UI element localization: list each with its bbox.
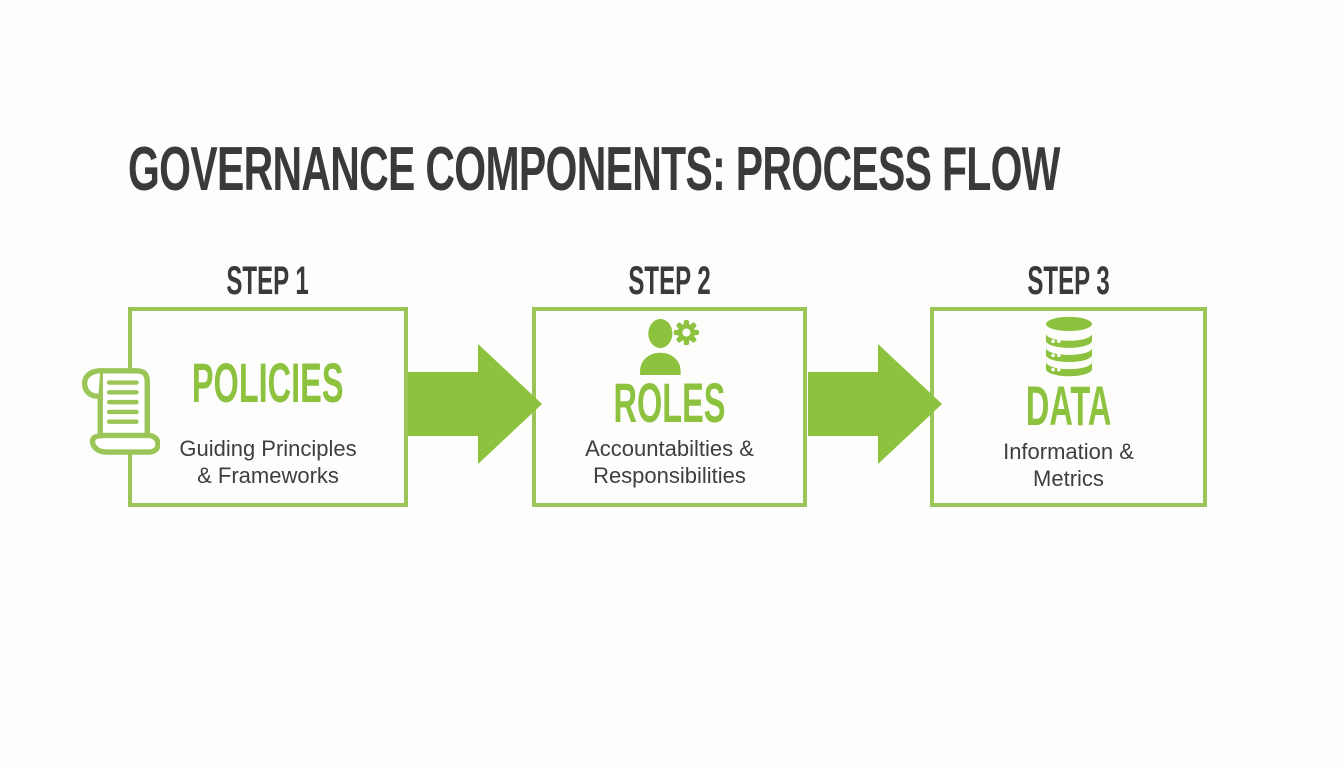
policies-description: Guiding Principles & Frameworks xyxy=(179,436,357,488)
data-title: DATA xyxy=(1025,374,1112,437)
arrow-right-icon xyxy=(808,344,942,464)
roles-description: Accountabilties & Responsibilities xyxy=(585,436,754,488)
page-title-text: GOVERNANCE COMPONENTS: PROCESS FLOW xyxy=(128,135,1060,204)
step-3-label: STEP 3 xyxy=(1027,259,1110,303)
policies-title: POLICIES xyxy=(192,351,344,414)
step-box-data: DATA Information & Metrics xyxy=(930,307,1207,507)
arrow-right-icon xyxy=(408,344,542,464)
database-icon xyxy=(1045,316,1092,377)
scroll-icon xyxy=(66,360,161,456)
step-box-roles: ROLES Accountabilties & Responsibilities xyxy=(532,307,807,507)
step-1-label: STEP 1 xyxy=(226,259,310,303)
step-box-policies: POLICIES Guiding Principles & Frameworks xyxy=(128,307,408,507)
person-gear-icon xyxy=(639,319,699,375)
roles-title: ROLES xyxy=(613,371,726,434)
scroll-icon-svg xyxy=(81,368,161,455)
data-description: Information & Metrics xyxy=(1003,439,1134,491)
step-2-label: STEP 2 xyxy=(628,259,711,303)
page-title: GOVERNANCE COMPONENTS: PROCESS FLOW xyxy=(128,135,1344,204)
